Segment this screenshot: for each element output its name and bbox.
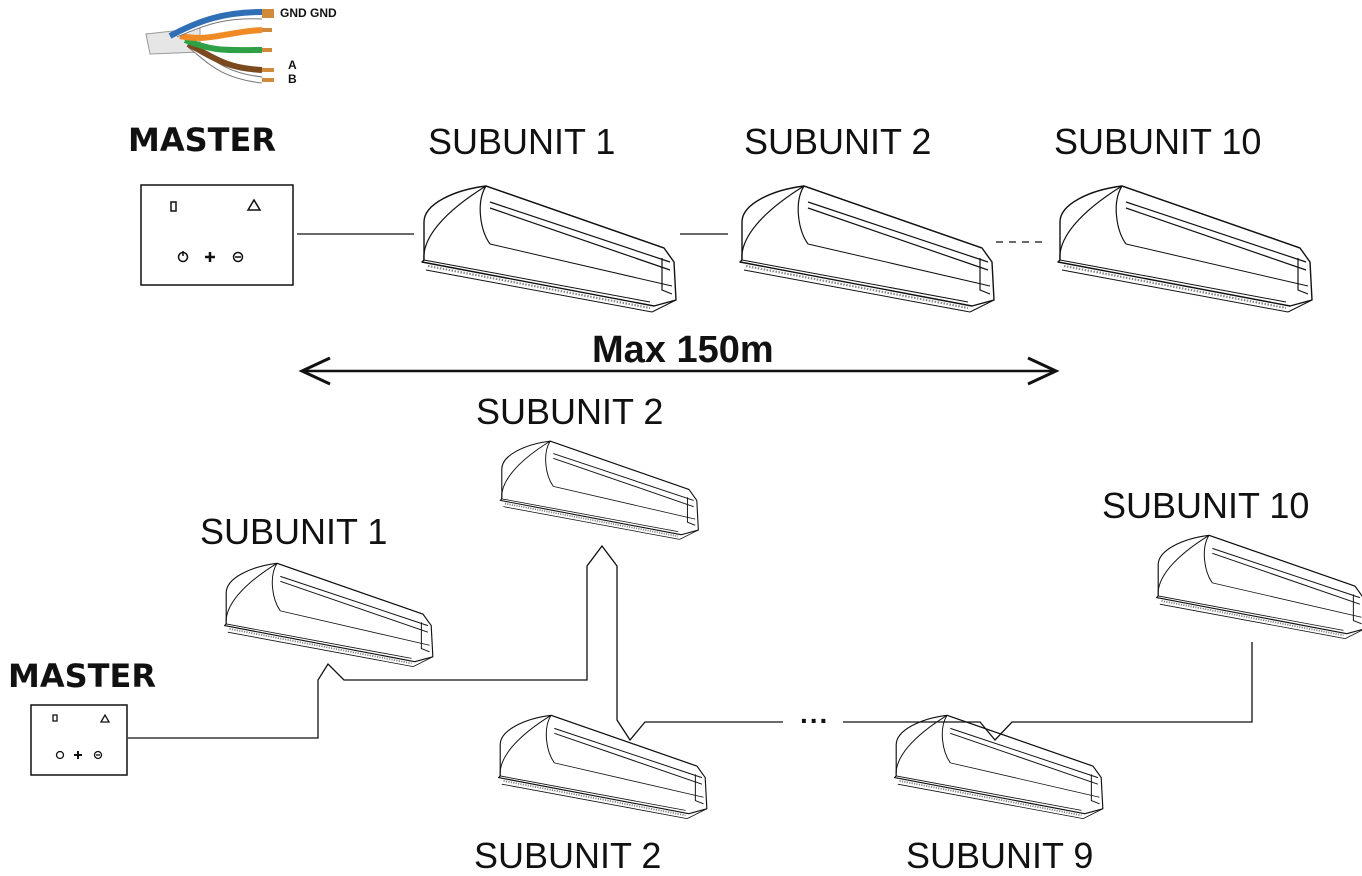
minus-icon (93, 750, 103, 760)
bottom-subunit-10-label: SUBUNIT 10 (1102, 485, 1310, 526)
bottom-subunit-2-label: SUBUNIT 2 (474, 835, 662, 876)
top-subunit-2-label: SUBUNIT 2 (744, 121, 932, 162)
bottom-unit-subunit-10 (1155, 534, 1362, 640)
bottom-subunit-2-top-label: SUBUNIT 2 (476, 391, 664, 432)
bottom-unit-subunit-9 (893, 714, 1104, 820)
door-icon (52, 714, 58, 722)
bottom-unit-subunit-2-top (499, 440, 699, 540)
top-subunit-10-label: SUBUNIT 10 (1054, 121, 1262, 162)
bottom-master-label: MASTER (8, 657, 156, 695)
bottom-ellipsis: ... (800, 698, 830, 729)
top-master-controller (140, 184, 294, 286)
bottom-master-controller (30, 704, 128, 776)
bottom-link-chain-end (843, 642, 1253, 741)
bottom-link-chain (128, 544, 783, 742)
bottom-unit-subunit-1 (223, 562, 434, 668)
top-connections (297, 233, 1060, 386)
top-unit-subunit-2 (739, 185, 995, 313)
cable-illustration (145, 9, 274, 84)
bottom-subunit-9-label: SUBUNIT 9 (906, 835, 1094, 876)
cable-label-gnd: GND GND (280, 6, 337, 20)
cable-label-a: A (288, 58, 297, 72)
top-unit-subunit-1 (421, 185, 677, 313)
top-master-label: MASTER (128, 121, 276, 159)
arrow-right-icon (1027, 356, 1060, 386)
warning-icon (99, 713, 111, 723)
power-icon (55, 750, 65, 760)
bottom-unit-subunit-2 (497, 714, 708, 820)
door-icon (170, 201, 177, 212)
fan-icon (74, 751, 82, 759)
top-unit-subunit-10 (1057, 185, 1313, 313)
warning-icon (246, 198, 262, 211)
max-distance-label: Max 150m (592, 329, 774, 371)
cable-label-b: B (288, 72, 297, 86)
minus-icon (232, 251, 244, 263)
fan-icon (205, 252, 215, 262)
bottom-subunit-1-label: SUBUNIT 1 (200, 511, 388, 552)
arrow-left-icon (298, 356, 331, 386)
top-subunit-1-label: SUBUNIT 1 (428, 121, 616, 162)
